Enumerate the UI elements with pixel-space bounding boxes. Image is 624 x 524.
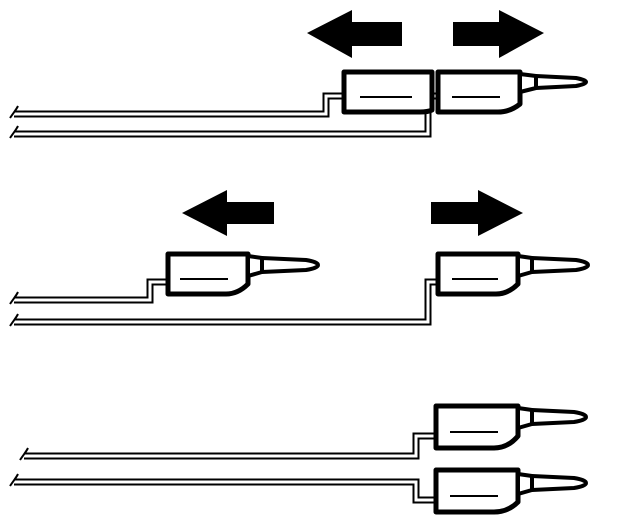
- cable-upper: [24, 432, 438, 460]
- cable-right: [14, 278, 440, 326]
- cable-left: [14, 278, 168, 304]
- banana-plug-icon: [433, 403, 588, 451]
- arrow-right-icon: [431, 190, 523, 236]
- banana-plug-icon: [435, 69, 588, 115]
- panel-separated: [9, 403, 588, 515]
- panel-pulling-apart: [9, 190, 590, 327]
- cable-upper: [14, 92, 348, 118]
- cable-end-mark: [9, 473, 19, 487]
- banana-plug-icon: [435, 251, 590, 297]
- banana-plug-icon: [433, 467, 588, 515]
- banana-plug-icon: [165, 251, 320, 297]
- cable-lower: [14, 478, 438, 504]
- cable-end-mark: [9, 125, 19, 139]
- cable-end-mark: [9, 313, 19, 327]
- cable-end-mark: [19, 447, 29, 461]
- panel-connected: [9, 10, 588, 139]
- arrow-right-icon: [453, 10, 544, 58]
- arrow-left-icon: [182, 190, 274, 236]
- cable-end-mark: [9, 291, 19, 305]
- arrow-left-icon: [307, 10, 402, 58]
- cable-end-mark: [9, 105, 19, 119]
- banana-plug-icon: [341, 69, 435, 115]
